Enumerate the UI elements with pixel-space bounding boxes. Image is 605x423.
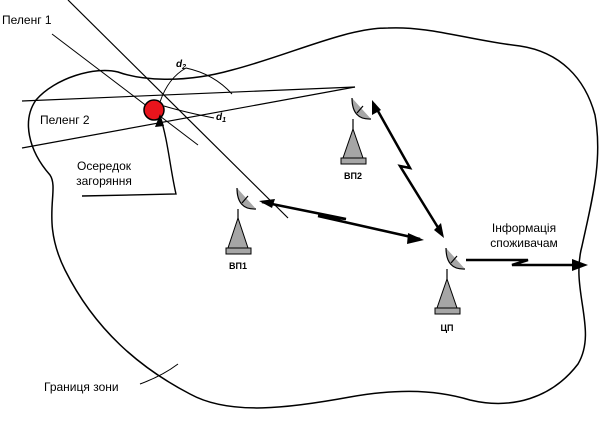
label-d2: d2 xyxy=(176,59,186,71)
bearing-1-pointer xyxy=(51,33,199,146)
d1-arc xyxy=(163,105,215,119)
label-station-vp2: ВП2 xyxy=(344,171,362,181)
bearing-1-line xyxy=(67,0,289,219)
d2-arc xyxy=(159,67,233,103)
label-bearing-1: Пеленг 1 xyxy=(2,13,52,27)
label-fire-source-line1: Осередок xyxy=(77,159,132,173)
label-fire-source-line2: загоряння xyxy=(76,174,132,188)
station-cp-antenna xyxy=(434,247,466,315)
station-vp2-antenna xyxy=(340,97,372,165)
link-vp2-cp xyxy=(372,100,444,238)
label-bearing-2: Пеленг 2 xyxy=(40,113,90,127)
link-vp1-cp xyxy=(259,199,424,244)
label-zone-boundary: Границя зони xyxy=(44,380,119,394)
label-station-vp1: ВП1 xyxy=(229,261,247,271)
label-d1: d1 xyxy=(216,112,226,124)
bearing-2-upper-line xyxy=(21,86,356,102)
label-station-cp: ЦП xyxy=(440,323,453,333)
zone-boundary-outline xyxy=(27,27,599,409)
station-vp1-antenna xyxy=(225,187,257,255)
label-info-line2: споживачам xyxy=(490,236,558,250)
link-info-consumers xyxy=(466,258,588,271)
label-info-line1: Інформація xyxy=(492,221,556,235)
fire-source-callout-arrowhead xyxy=(155,114,164,127)
zone-boundary-callout xyxy=(139,363,179,385)
fire-source-marker xyxy=(143,99,165,121)
bearing-2-lower-line xyxy=(21,86,356,149)
